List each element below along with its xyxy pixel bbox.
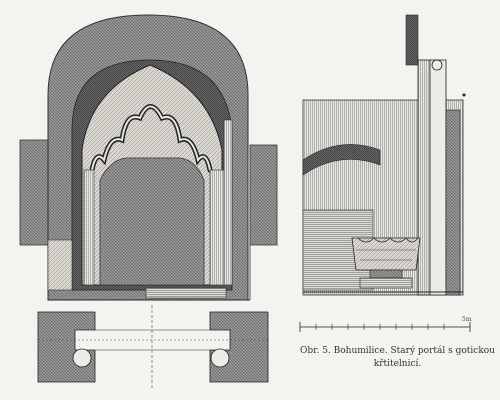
left-wall-stub xyxy=(19,139,49,300)
left-column xyxy=(83,169,95,286)
left-plinth xyxy=(47,239,73,291)
threshold xyxy=(145,287,227,299)
portal-elevation xyxy=(19,14,278,301)
plan-right-column xyxy=(210,348,230,368)
portal-ground-plan xyxy=(37,305,269,390)
caption-line-1: Obr. 5. Bohumilice. Starý portál s gotic… xyxy=(300,346,495,356)
section-shaft-left xyxy=(417,59,431,296)
right-jamb xyxy=(223,119,233,286)
plan-left-jamb xyxy=(37,311,96,383)
door-recess xyxy=(99,157,205,286)
figure-caption: Obr. 5. Bohumilice. Starý portál s gotic… xyxy=(300,345,495,371)
right-wall-stub xyxy=(249,144,278,300)
section-shaft-right xyxy=(429,59,447,296)
scale-bar xyxy=(299,322,471,332)
plan-right-jamb xyxy=(209,311,269,383)
font-base xyxy=(359,277,413,289)
vault-curve xyxy=(302,144,381,176)
scale-unit-label: 5m xyxy=(462,316,472,323)
caption-line-2: křtitelnicí. xyxy=(373,359,422,369)
right-column xyxy=(209,169,225,286)
baptismal-font-bowl xyxy=(351,237,421,271)
section-top-wall xyxy=(405,14,419,66)
portal-section xyxy=(302,14,466,296)
font-stem xyxy=(369,269,403,279)
section-buttress xyxy=(445,109,461,296)
plan-left-column xyxy=(72,348,92,368)
